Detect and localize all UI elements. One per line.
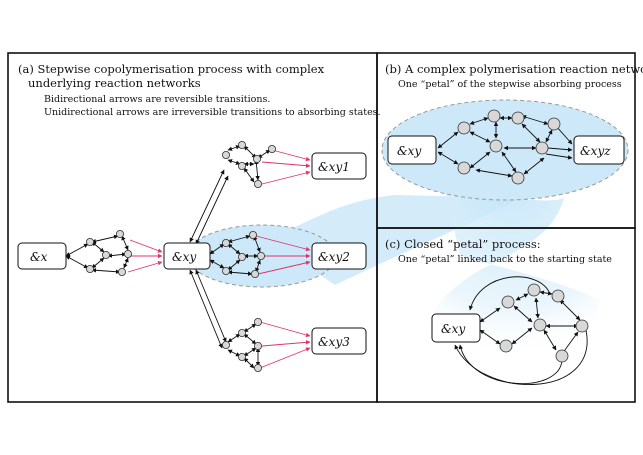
panel-c-title: (c) Closed “petal” process: <box>385 237 541 251</box>
panel-b-edges <box>437 115 573 178</box>
panel-c-edges <box>454 276 588 385</box>
panel-b-subtitle: One “petal” of the stepwise absorbing pr… <box>398 79 622 90</box>
state-label-b-xyz: &xyz <box>580 144 611 158</box>
panel-a-nodes <box>86 140 276 372</box>
panel-a-title-line2: underlying reaction networks <box>28 76 201 90</box>
state-box-xy2: &xy2 <box>311 242 367 270</box>
state-box-xy3: &xy3 <box>311 327 367 355</box>
state-box-c-xy: &xy <box>431 313 481 343</box>
panel-a-irreversible-arrows <box>127 149 311 369</box>
state-label-xy2: &xy2 <box>318 250 350 264</box>
state-label-xy: &xy <box>172 250 196 264</box>
panel-c-border <box>376 227 636 403</box>
panel-c-nodes <box>499 283 589 363</box>
state-box-xy1: &xy1 <box>311 152 367 180</box>
state-label-b-xy: &xy <box>397 144 421 158</box>
panel-a-edges <box>65 145 271 369</box>
panel-b-title: (b) A complex polymerisation reaction ne… <box>385 62 643 76</box>
state-label-xy1: &xy1 <box>318 160 350 174</box>
panel-b-nodes <box>457 109 561 185</box>
state-label-c-xy: &xy <box>441 322 465 336</box>
panel-a-note1: Bidirectional arrows are reversible tran… <box>44 94 270 105</box>
state-box-b-xyz: &xyz <box>573 135 625 165</box>
panel-c-subtitle: One “petal” linked back to the starting … <box>398 254 612 265</box>
state-box-xy: &xy <box>163 242 211 270</box>
state-box-x: &x <box>17 242 67 270</box>
state-label-x: &x <box>30 250 48 264</box>
panel-a-title-line1: (a) Stepwise copolymerisation process wi… <box>18 62 325 76</box>
panel-a-note2: Unidirectional arrows are irreversible t… <box>44 107 381 118</box>
state-label-xy3: &xy3 <box>318 335 350 349</box>
state-box-b-xy: &xy <box>387 135 437 165</box>
